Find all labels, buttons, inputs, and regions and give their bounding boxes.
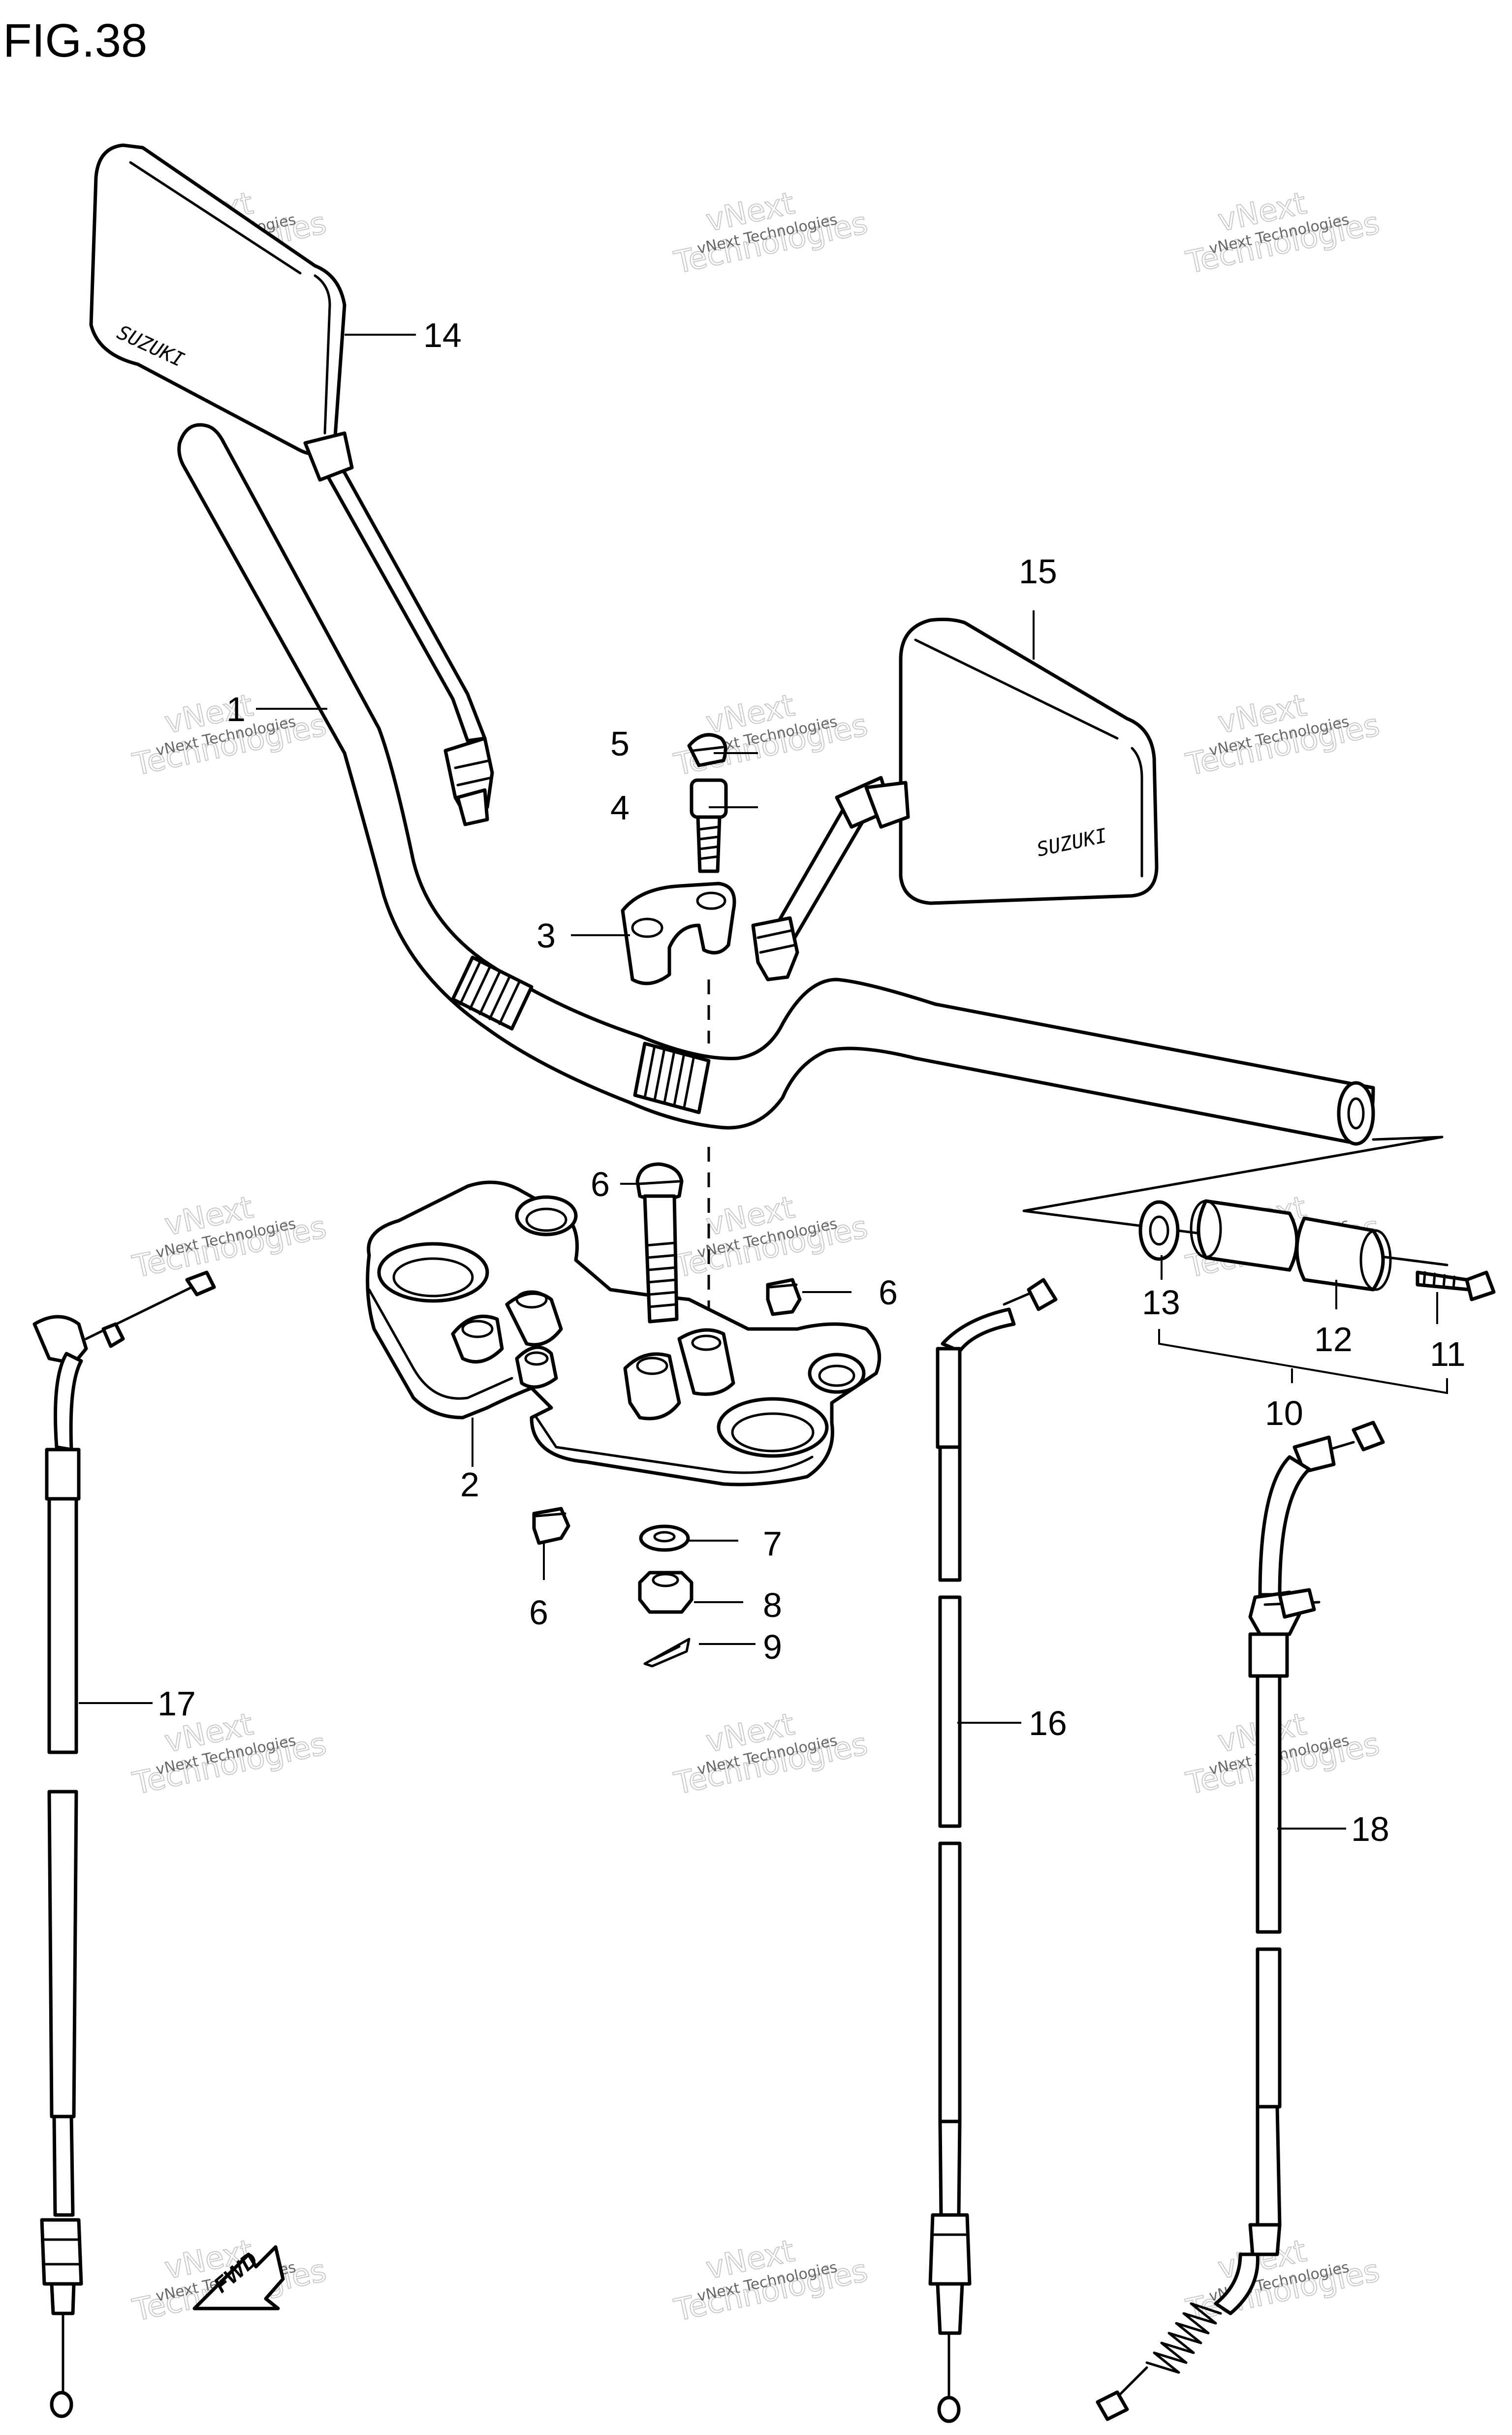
callout-6: 6	[879, 1273, 898, 1312]
cable-18	[32, 1270, 216, 2418]
figure-title: FIG.38	[3, 14, 147, 67]
callout-12: 11	[1430, 1335, 1466, 1373]
mirror-right: SUZUKI	[751, 617, 1159, 981]
bolt-4	[690, 778, 728, 873]
watermark-grid: vNext Technologies vNext Technologies vN…	[129, 185, 1383, 2329]
watermark: vNext Technologies vNext Technologies	[670, 185, 871, 281]
callout-14: 13	[1142, 1283, 1180, 1322]
washer-8	[639, 1524, 690, 1552]
cable-19	[1096, 1421, 1385, 2421]
callout-10: 9	[763, 1628, 782, 1666]
handlebar	[177, 423, 1375, 1359]
callout-2: 2	[460, 1465, 479, 1504]
callout-8: 7	[763, 1524, 782, 1563]
watermark: vNext Technologies vNext Technologies	[129, 1706, 330, 1802]
callout-5: 5	[610, 725, 630, 763]
watermark: vNext Technologies vNext Technologies	[129, 1189, 330, 1285]
callout-9: 8	[763, 1586, 782, 1624]
watermark: vNext Technologies vNext Technologies	[1182, 687, 1383, 783]
callout-3: 3	[536, 917, 556, 955]
callout-4: 4	[610, 789, 630, 827]
watermark: vNext Technologies vNext Technologies	[670, 2232, 871, 2329]
clamp-cap-5	[687, 733, 727, 767]
leader-lines	[79, 334, 1448, 1830]
watermark: vNext Technologies vNext Technologies	[129, 687, 330, 783]
nut-9	[638, 1571, 693, 1614]
callout-13: 12	[1314, 1320, 1353, 1359]
callout-1: 1	[226, 690, 246, 728]
callout-16: 15	[1019, 552, 1057, 591]
cushion-6-upper	[766, 1278, 802, 1316]
cushion-6-lower	[532, 1507, 570, 1545]
callout-17: 16	[1029, 1704, 1067, 1742]
cotter-pin-10	[643, 1638, 691, 1668]
balancer-set-11	[1022, 1136, 1496, 1301]
cable-17	[928, 1278, 1058, 2423]
handlebar-holder-2	[366, 1180, 882, 1486]
watermark: vNext Technologies vNext Technologies	[670, 687, 871, 783]
watermark: vNext Technologies vNext Technologies	[670, 1706, 871, 1802]
mirror-left: SUZUKI	[89, 143, 494, 826]
callout-19: 18	[1351, 1810, 1389, 1848]
callout-18: 17	[158, 1684, 196, 1723]
watermark: vNext Technologies vNext Technologies	[670, 1189, 871, 1285]
watermark: vNext Technologies vNext Technologies	[1182, 185, 1383, 281]
callout-7: 6	[591, 1165, 610, 1203]
callout-15: 14	[423, 316, 462, 354]
bolt-7	[635, 1162, 684, 1324]
callouts: 14 15 1 5 4 3 6 6 13 12 11 10 2 7 6 8 9 …	[158, 316, 1466, 1848]
upper-clamp-3	[621, 882, 736, 985]
callout-11: 10	[1265, 1394, 1303, 1432]
callout-6-lower: 6	[529, 1593, 548, 1632]
